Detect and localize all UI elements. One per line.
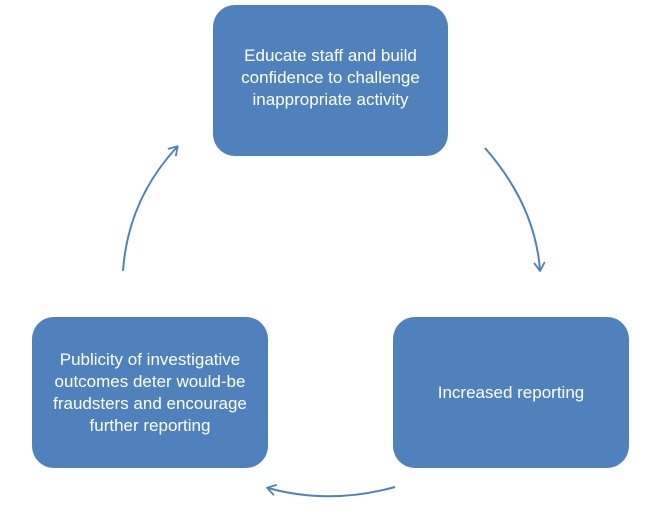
cycle-node-publicity: Publicity of investigative outcomes dete… (32, 317, 268, 468)
cycle-node-label: Educate staff and build confidence to ch… (241, 45, 420, 109)
cycle-node-educate-staff: Educate staff and build confidence to ch… (213, 5, 448, 156)
arrow-right-to-left (266, 484, 396, 498)
cycle-node-label: Publicity of investigative outcomes dete… (53, 349, 247, 435)
cycle-node-increased-reporting: Increased reporting (393, 317, 629, 468)
arrow-left-to-top (122, 145, 179, 272)
cycle-node-label: Increased reporting (437, 382, 585, 402)
arrow-top-to-right (484, 147, 546, 272)
